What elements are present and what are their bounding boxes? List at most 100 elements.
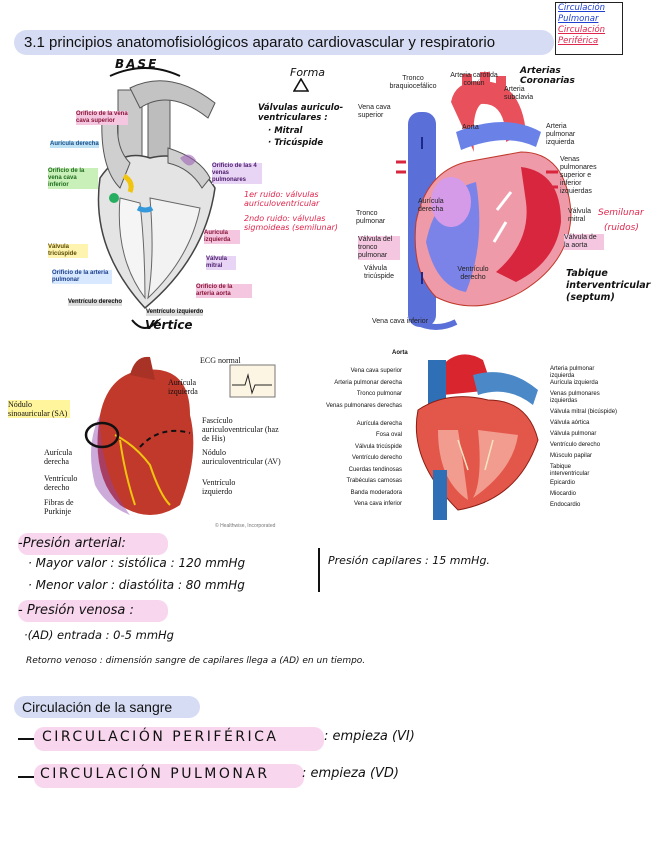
presion-mayor-line: · Mayor valor : sistólica : 120 mmHg [28, 556, 246, 570]
interior-right-label: Epicardio [550, 480, 576, 486]
presion-menor-line: · Menor valor : diastólita : 80 mmHg [28, 578, 245, 592]
interior-left-label: Arteria pulmonar derecha [334, 379, 402, 386]
semilunar-note: Semilunar [598, 208, 644, 218]
vertice-label: Vértice [145, 318, 193, 332]
interior-left-label: Válvula tricúspide [354, 443, 402, 450]
interior-left-label: Cuerdas tendinosas [348, 466, 402, 473]
forma-label: Forma [290, 66, 326, 79]
label-arteria-carotida: Arteria carótida común [450, 72, 498, 87]
label-ventriculo-izquierdo: Ventrículo izquierdo [146, 309, 204, 316]
interior-right-label: Válvula mitral (bicúspide) [550, 409, 618, 415]
conduction-system-diagram [40, 355, 290, 530]
interior-left-label: Trabéculas carnosas [346, 478, 402, 484]
label-orificio-4-venas: Orificio de las 4 venas pulmonares [212, 163, 262, 184]
interior-right-label: Venas pulmonares izquierdas [550, 391, 600, 404]
legend-line-3: Circulación [558, 25, 606, 35]
interior-left-label: Ventrículo derecho [351, 455, 402, 461]
label-ventriculo-derecho-3: Ventrículo derecho [44, 474, 78, 492]
interior-right-labels: Arteria pulmonar izquierda Aurícula izqu… [550, 366, 650, 513]
interior-left-label: Vena cava inferior [353, 501, 402, 507]
label-auricula-derecha-2: Aurícula derecha [418, 198, 444, 213]
label-nodulo-av: Nódulo auriculoventricular (AV) [202, 448, 281, 466]
mitral-note: · Mitral [268, 126, 303, 136]
heart-circulation-diagram [356, 72, 596, 334]
interior-left-label: Fosa oval [375, 432, 402, 438]
presion-venosa-highlight [18, 600, 168, 622]
label-aorta: Aorta [462, 124, 479, 131]
label-valvula-mitral-2: Válvula mitral [568, 208, 591, 223]
heart-section-drawing [97, 67, 216, 329]
topic-legend-box: Circulación Pulmonar Circulación Perifér… [555, 2, 623, 55]
base-label: BASE [115, 57, 159, 71]
label-auricula-izquierda-3: Aurícula izquierda [168, 378, 198, 396]
interior-left-label: Vena cava superior [350, 368, 402, 374]
circulacion-periferica-label: CIRCULACIÓN PERIFÉRICA [42, 729, 279, 745]
interior-right-label: Válvula aórtica [550, 420, 590, 426]
dash-marker [18, 776, 38, 778]
interior-right-label: Arteria pulmonar izquierda [550, 366, 595, 379]
label-auricula-derecha-3: Aurícula derecha [44, 448, 72, 466]
label-valvula-tronco-pulmonar: Válvula del tronco pulmonar [358, 236, 400, 260]
interior-left-label: Venas pulmonares derechas [325, 402, 402, 409]
interior-right-label: Ventrículo derecho [550, 442, 601, 448]
retorno-venoso-line: Retorno venoso : dimensión sangre de cap… [26, 656, 366, 666]
presion-capilares-line: Presión capilares : 15 mmHg. [328, 554, 490, 567]
triangle-icon [293, 78, 309, 92]
presion-arterial-heading: -Presión arterial: [18, 536, 126, 551]
label-venas-pulmonares: Venas pulmonares superior e inferior izq… [560, 156, 597, 195]
primer-ruido-note: 1er ruido: válvulas auriculoventricular [244, 190, 320, 208]
ruidos-note: (ruidos) [604, 223, 639, 233]
label-fibras-purkinje: Fibras de Purkinje [44, 498, 74, 516]
label-fasciculo: Fascículo auriculoventricular (haz de Hi… [202, 416, 279, 443]
interior-right-label: Válvula pulmonar [550, 431, 597, 437]
label-tronco-braquiocefalico: Tronco braquiocefálico [389, 75, 437, 90]
label-orificio-vcs: Orificio de la vena cava superior [76, 111, 128, 125]
interior-right-label: Miocardio [550, 491, 577, 497]
interior-left-label: Aurícula derecha [356, 420, 402, 427]
label-ventriculo-derecho-2: Ventrículo derecho [457, 266, 489, 281]
interior-right-label: Endocardio [550, 502, 581, 508]
circulacion-pulmonar-rest: : empieza (VD) [302, 766, 400, 781]
label-arteria-pulmonar-izquierda: Arteria pulmonar izquierda [546, 123, 576, 146]
interior-left-labels: Vena cava superior Arteria pulmonar dere… [310, 368, 402, 513]
label-ventriculo-derecho: Ventrículo derecho [68, 299, 123, 306]
heart-interior-diagram [398, 350, 548, 525]
presion-arterial-highlight [18, 533, 168, 555]
legend-line-4: Periférica [558, 36, 599, 46]
circulacion-pulmonar-label: CIRCULACIÓN PULMONAR [40, 766, 270, 782]
circulacion-periferica-highlight [34, 727, 324, 751]
vertical-divider [318, 548, 320, 592]
heart-circulation-drawing [396, 72, 572, 330]
dash-marker [18, 738, 38, 740]
label-tronco-pulmonar: Tronco pulmonar [356, 210, 386, 225]
title-highlight [14, 30, 554, 55]
label-valvula-tricuspide-2: Válvula tricúspide [364, 265, 394, 280]
interior-left-label: Banda moderadora [350, 489, 402, 496]
label-ventriculo-izquierdo-3: Ventrículo izquierdo [202, 478, 236, 496]
heart-interior-drawing [415, 354, 539, 520]
segundo-ruido-note: 2ndo ruido: válvulas sigmoideas (semilun… [244, 214, 338, 232]
interior-right-label: Músculo papilar [550, 453, 593, 459]
heart-section-diagram [30, 58, 260, 338]
label-orificio-aorta: Orificio de la arteria aorta [196, 284, 252, 298]
interior-left-label: Tronco pulmonar [356, 391, 402, 397]
interior-right-label: Aurícula izquierda [550, 380, 599, 386]
conduction-system-drawing [84, 356, 276, 515]
image-credit: © Healthwise, Incorporated [215, 523, 276, 529]
label-valvula-mitral: Válvula mitral [206, 256, 236, 270]
interior-right-label: Tabique interventricular [550, 464, 590, 477]
label-vena-cava-superior: Vena cava superior [358, 104, 391, 119]
tabique-note: Tabique interventricular (septum) [566, 268, 651, 303]
valvulas-av-note: Válvulas auriculo-ventriculares : [258, 103, 344, 123]
label-valvula-tricuspide: Válvula tricúspide [48, 244, 88, 258]
legend-line-2: Pulmonar [558, 14, 599, 24]
label-orificio-pulmonar: Orificio de la arteria pulmonar [52, 270, 112, 284]
label-aorta-4: Aorta [392, 350, 408, 356]
ecg-label: ECG normal [200, 356, 241, 365]
arterias-coronarias-note: Arterias Coronarias [520, 66, 575, 86]
circulacion-heading-highlight [14, 696, 200, 718]
circulacion-heading: Circulación de la sangre [22, 699, 173, 715]
label-nodulo-sa: Nódulo sinoauricular (SA) [8, 400, 70, 418]
page-title: 3.1 principios anatomofisiológicos apara… [24, 34, 496, 51]
label-vena-cava-inferior: Vena cava inferior [372, 318, 429, 325]
